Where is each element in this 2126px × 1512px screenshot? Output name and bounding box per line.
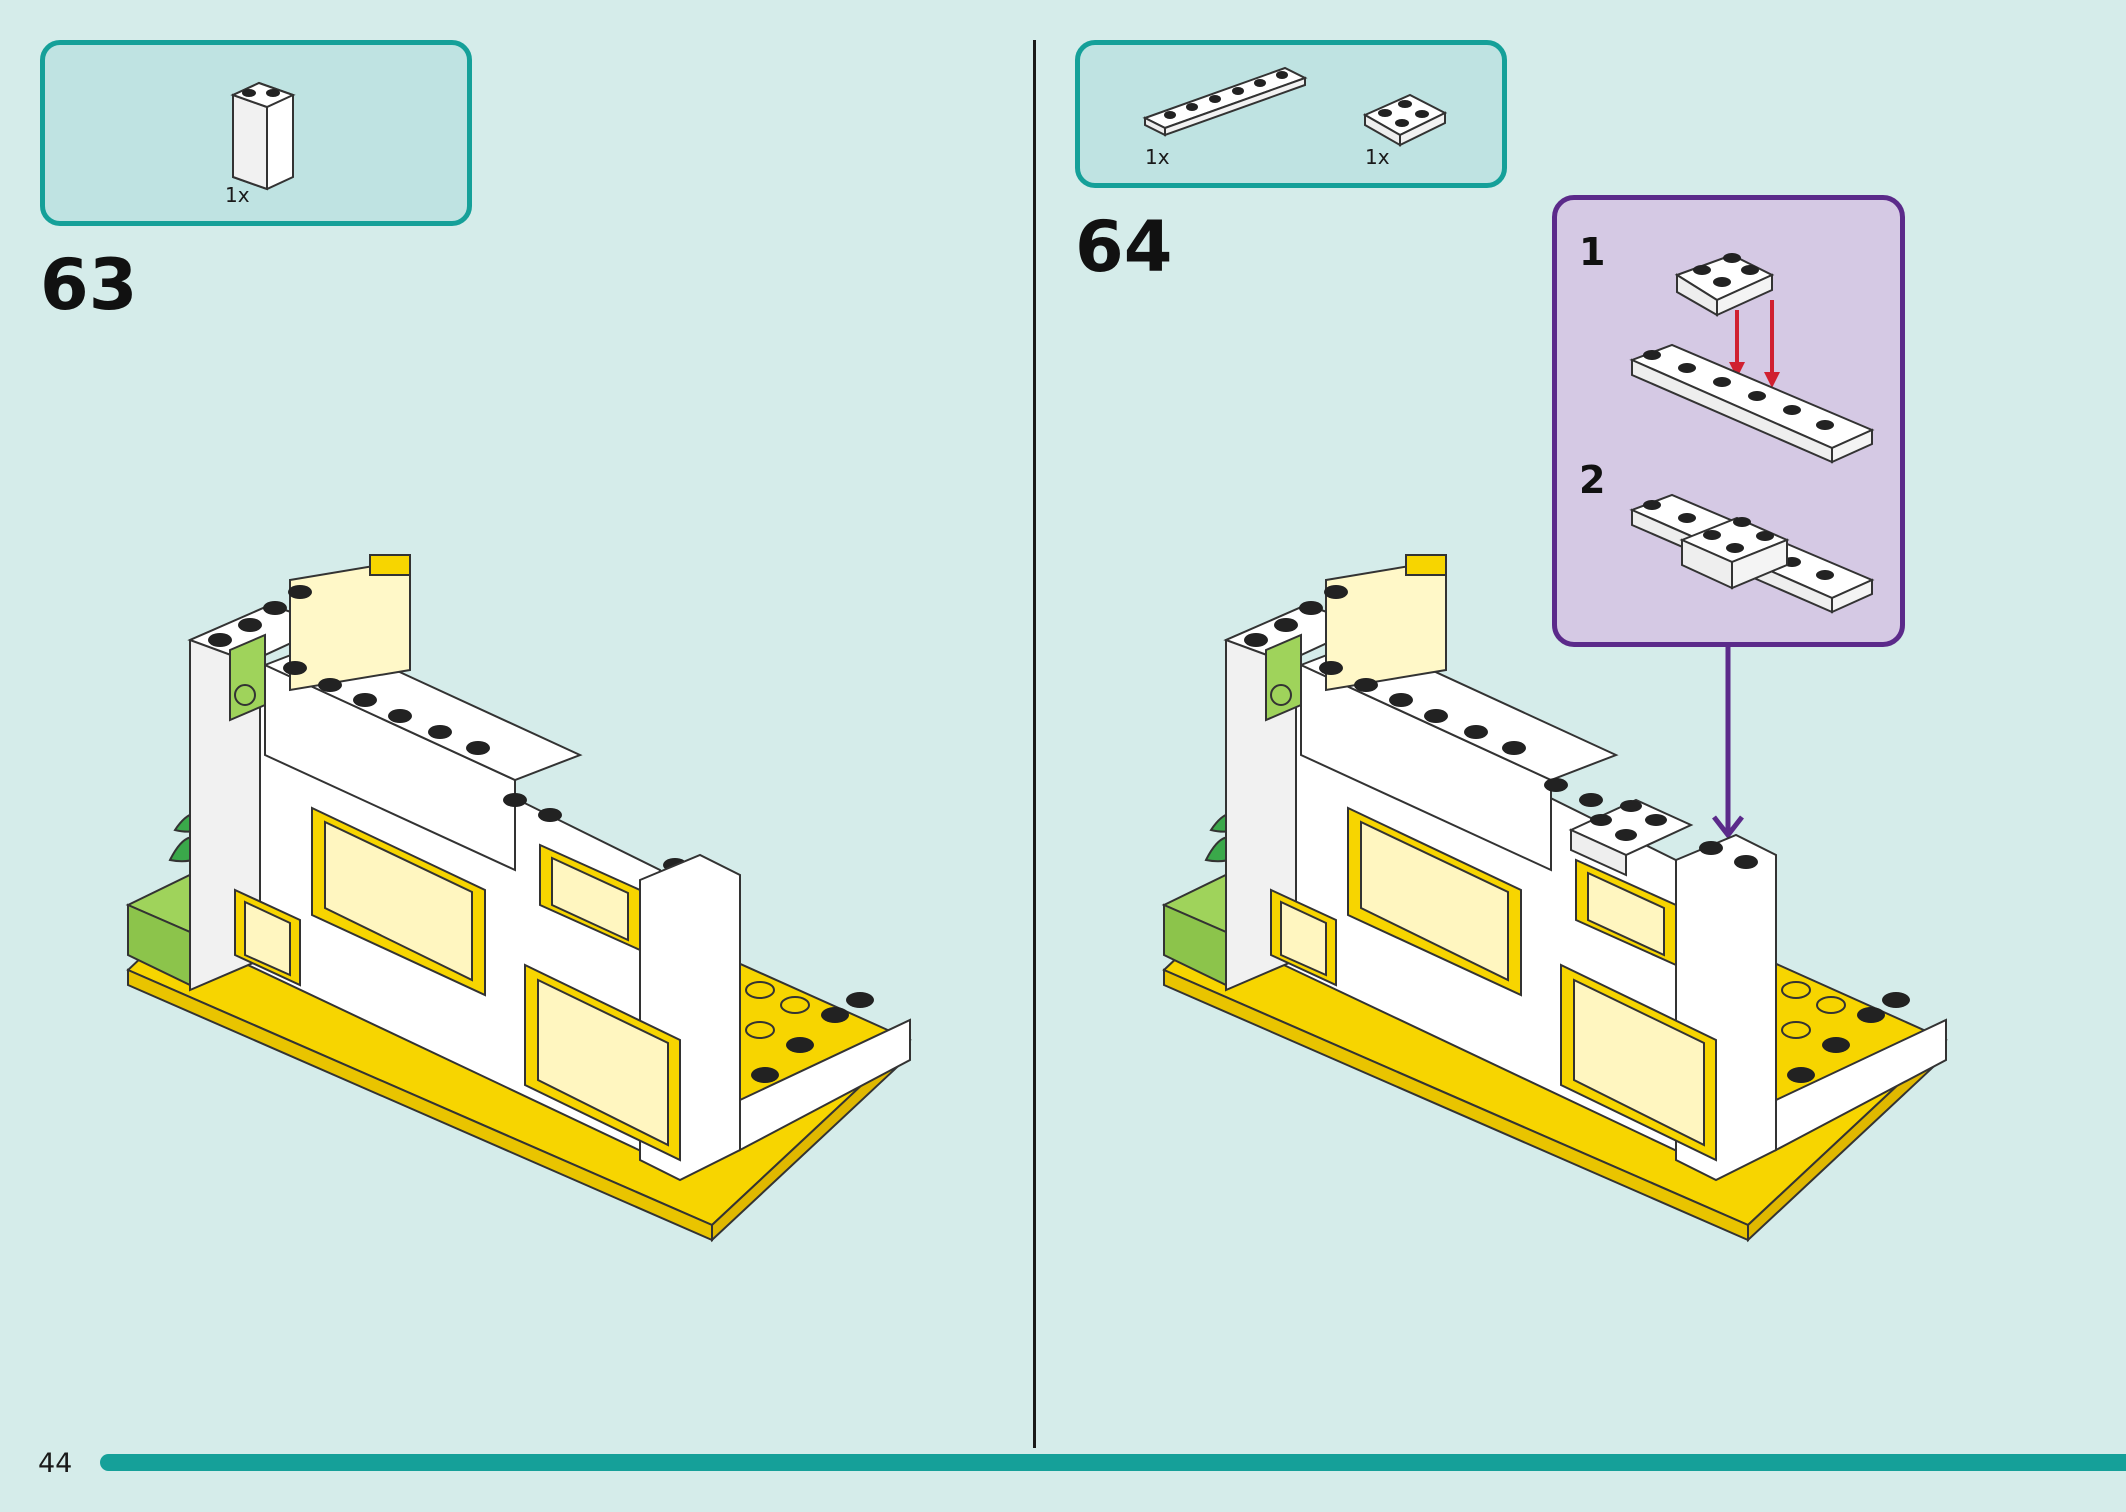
white-brick-icon (230, 81, 296, 191)
model-illustration-step-63 (125, 554, 912, 1243)
substep-callout: 1 2 (1552, 195, 1905, 647)
white-plate-1x6-icon (1142, 66, 1308, 137)
substep-pointer-arrow (1712, 645, 1744, 840)
part-qty: 1x (1145, 145, 1170, 169)
step-number-64: 64 (1075, 206, 1173, 288)
parts-box-step-64: 1x 1x (1075, 40, 1507, 188)
model-illustration-step-64 (1161, 554, 1948, 1243)
substep-number-2: 2 (1579, 458, 1606, 502)
part-qty: 1x (225, 183, 250, 207)
white-plate-2x2-icon (1362, 93, 1448, 147)
page-number: 44 (38, 1448, 73, 1479)
parts-box-step-63: 1x (40, 40, 472, 226)
progress-bar (100, 1454, 2126, 1471)
step-number-63: 63 (40, 244, 138, 326)
page-divider (1033, 40, 1036, 1448)
part-qty: 1x (1365, 145, 1390, 169)
substep-number-1: 1 (1579, 230, 1606, 274)
substep-illustration (1629, 253, 1875, 614)
